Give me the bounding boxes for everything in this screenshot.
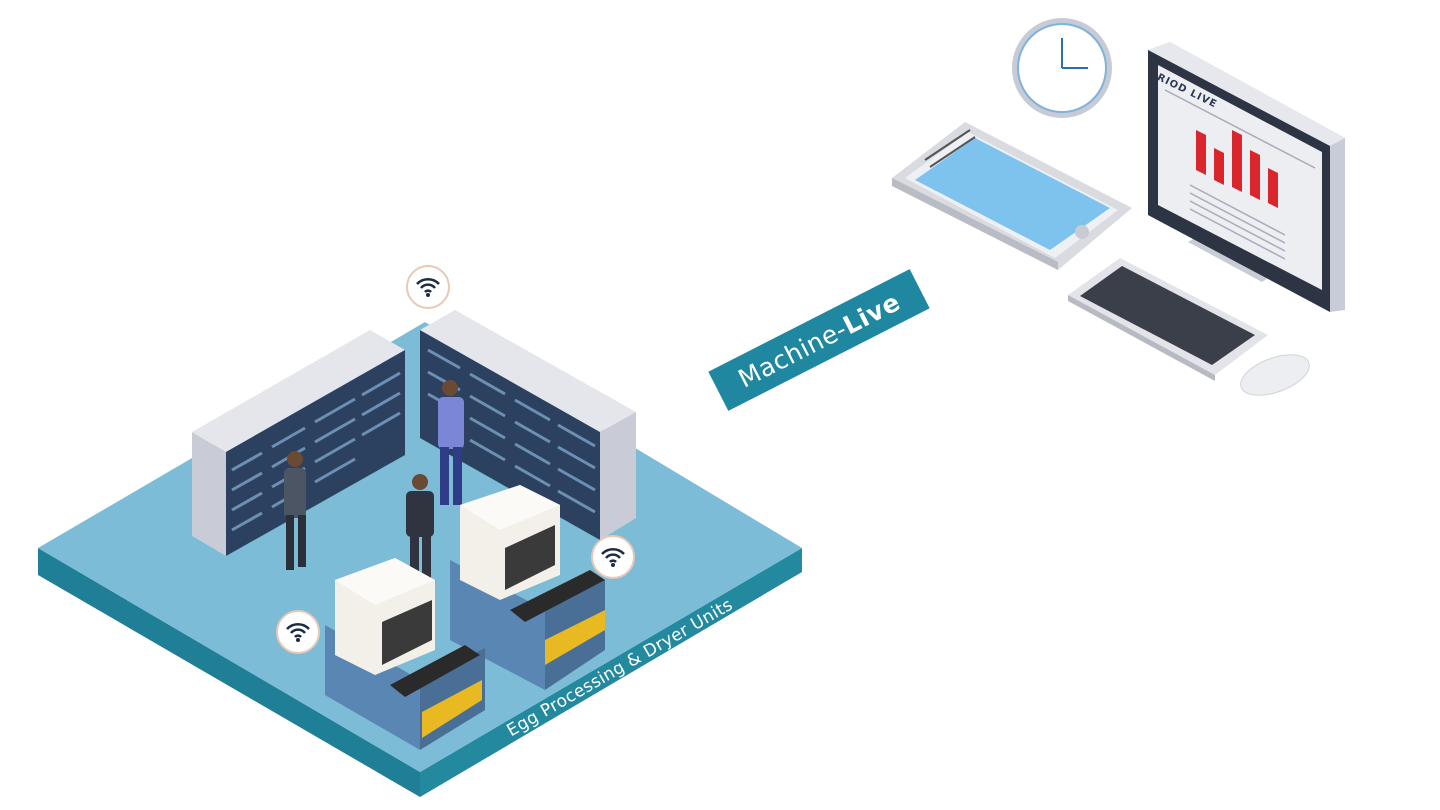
server-racks-right <box>420 310 636 540</box>
tablet-icon <box>892 122 1132 270</box>
wifi-icon <box>406 265 450 309</box>
mouse-icon <box>1240 354 1310 396</box>
person-2 <box>438 380 464 505</box>
wifi-icon <box>276 610 320 654</box>
keyboard-icon <box>1068 258 1268 381</box>
dryer-unit-2 <box>325 558 485 750</box>
monitor-icon <box>1148 42 1345 312</box>
wifi-icon <box>591 535 635 579</box>
person-1 <box>284 451 306 570</box>
bar-chart <box>1196 130 1278 208</box>
dryer-unit-1 <box>450 485 605 690</box>
person-3 <box>406 474 434 580</box>
clock-icon <box>1012 18 1112 118</box>
